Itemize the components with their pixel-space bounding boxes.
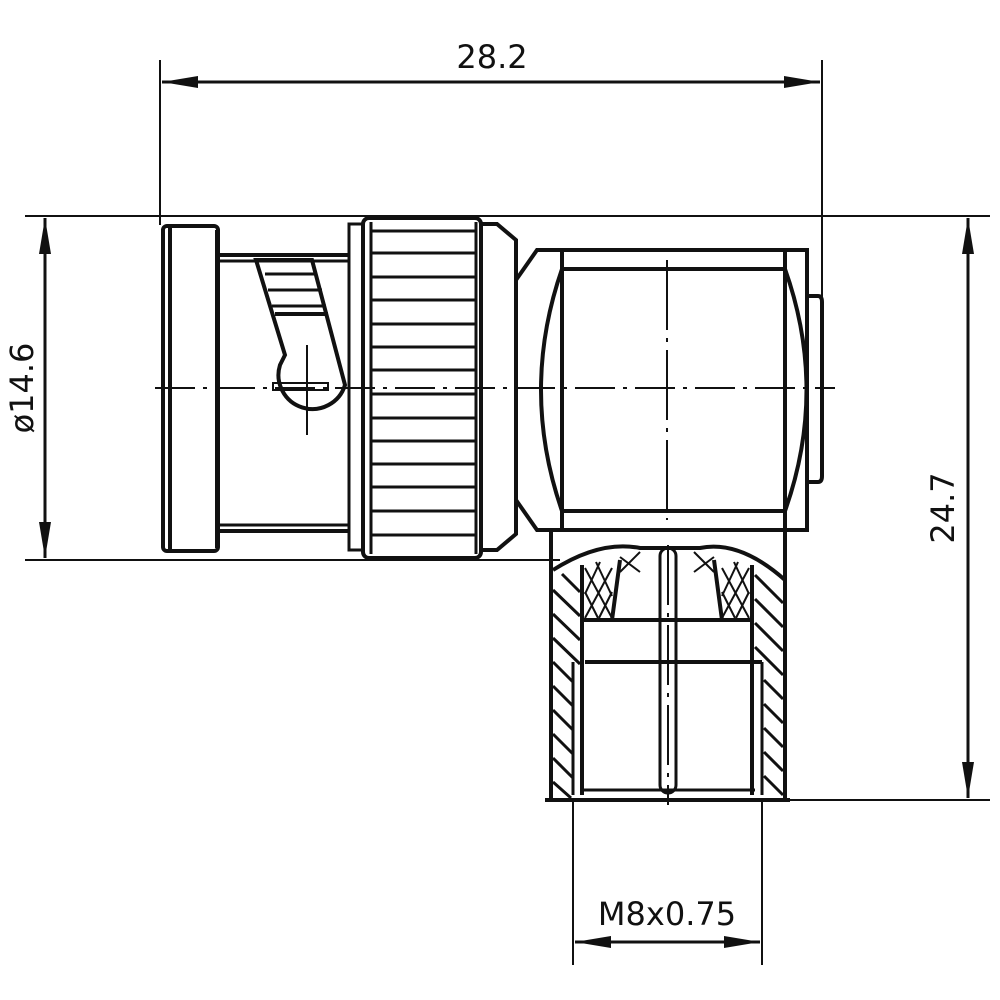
dim-label-14-6: ø14.6	[3, 343, 41, 434]
knurled-coupling-nut	[347, 216, 518, 560]
dim-label-24-7: 24.7	[924, 472, 962, 543]
right-angle-body	[514, 248, 824, 532]
bayonet-sleeve	[218, 253, 350, 533]
dim-label-28-2: 28.2	[456, 38, 527, 76]
bayonet-flange	[161, 224, 220, 553]
bayonet-slot	[253, 258, 348, 435]
dimension-overall-length: 28.2	[159, 38, 823, 300]
dim-label-m8x075: M8x0.75	[598, 895, 736, 933]
threaded-cable-entry-section	[540, 528, 800, 805]
wall-hatching	[551, 572, 785, 800]
dimension-overall-height: 24.7	[790, 218, 990, 801]
dimension-diameter: ø14.6	[3, 215, 990, 561]
knurl-lines	[371, 229, 476, 537]
dimension-thread: M8x0.75	[572, 800, 763, 965]
insulator-crosshatch	[584, 551, 750, 619]
